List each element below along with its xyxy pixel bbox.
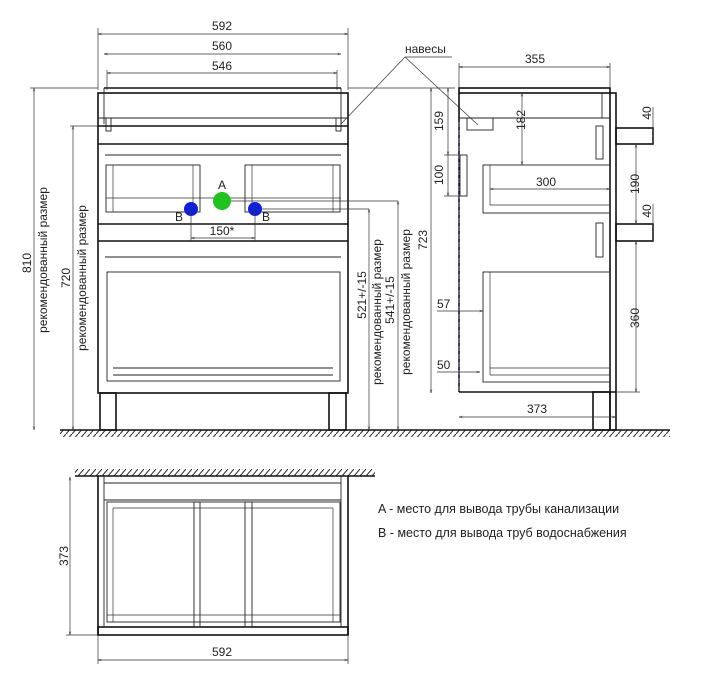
- pipe-b-left-label: B: [175, 210, 183, 224]
- dim-width-560: 560: [212, 39, 232, 53]
- side-view: 355 373 159 100 182 300 57 50 40 190 40 …: [432, 52, 654, 431]
- dim-depth-355: 355: [525, 52, 545, 66]
- cabinet-front: [97, 87, 349, 431]
- top-view: 373 592: [57, 469, 375, 664]
- dim-521-note: рекомендованный размер: [370, 239, 384, 385]
- floor-hatch: [60, 430, 670, 437]
- dim-top-width-592: 592: [212, 645, 232, 659]
- legend-a: A - место для вывода трубы канализации: [378, 502, 619, 516]
- dim-pipe-spacing: 150*: [210, 224, 235, 238]
- pipe-stub-top: [615, 127, 654, 145]
- pipe-a-sewer: [213, 192, 231, 210]
- dim-810-note: рекомендованный размер: [36, 187, 50, 333]
- leg-left: [99, 392, 117, 431]
- dim-720-note: рекомендованный размер: [75, 205, 89, 351]
- dim-top-depth-373: 373: [57, 546, 71, 566]
- back-panel: [609, 92, 617, 431]
- dim-height-723: 723: [416, 230, 430, 250]
- dim-300: 300: [536, 175, 556, 189]
- dim-40-top: 40: [640, 106, 654, 120]
- dim-depth-373: 373: [527, 402, 547, 416]
- dim-57: 57: [437, 297, 451, 311]
- hinges-label: навесы: [405, 42, 446, 56]
- leg-right: [328, 392, 347, 431]
- dim-height-521: 521+/-15: [355, 271, 369, 319]
- dim-50: 50: [437, 358, 451, 372]
- dim-40-bottom: 40: [640, 204, 654, 218]
- dim-height-720: 720: [59, 268, 73, 288]
- dim-height-541: 541+/-15: [383, 276, 397, 324]
- pipe-a-label: A: [218, 178, 226, 192]
- dim-width-546: 546: [212, 59, 232, 73]
- dim-width-592: 592: [212, 19, 232, 33]
- front-view: 592 560 546 810 рекомендованный размер 7…: [20, 19, 670, 437]
- dim-190: 190: [628, 174, 642, 194]
- dim-182: 182: [514, 110, 528, 130]
- dim-541-note: рекомендованный размер: [399, 229, 413, 375]
- pipe-b-right-label: B: [262, 210, 270, 224]
- dim-159: 159: [432, 111, 446, 131]
- pipe-stub-bottom: [615, 223, 654, 242]
- dim-100: 100: [432, 165, 446, 185]
- dim-height-810: 810: [20, 253, 34, 273]
- legend-b: B - место для вывода труб водоснабжения: [378, 526, 627, 540]
- dim-360: 360: [628, 308, 642, 328]
